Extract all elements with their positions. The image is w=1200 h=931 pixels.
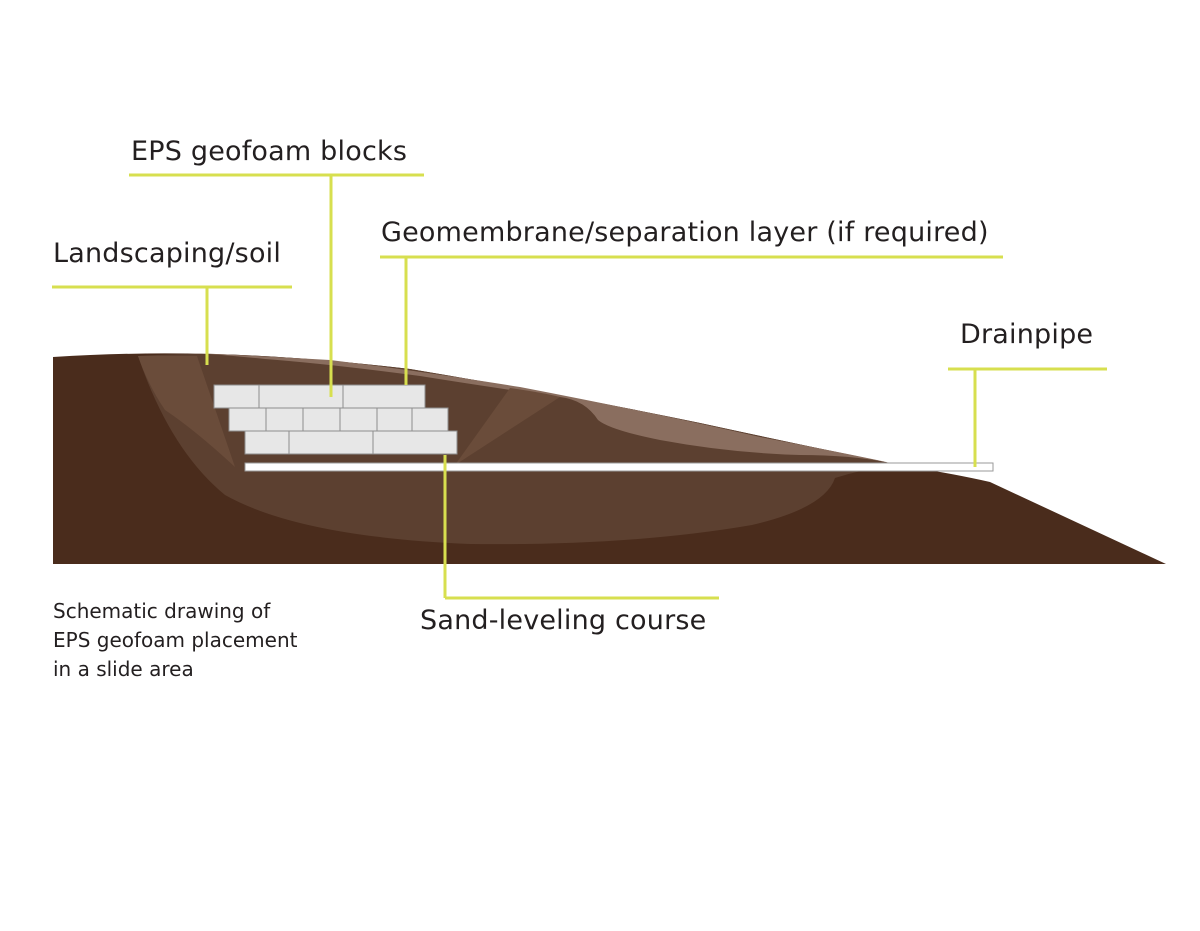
eps-block-stack — [213, 384, 458, 455]
label-sand-leveling-course: Sand-leveling course — [420, 605, 707, 636]
diagram-caption: Schematic drawing of EPS geofoam placeme… — [53, 597, 353, 684]
drainpipe-shape — [244, 462, 994, 472]
label-landscaping-soil: Landscaping/soil — [53, 238, 282, 269]
eps-block — [342, 384, 426, 409]
caption-line: Schematic drawing of — [53, 599, 271, 623]
leader-lines — [52, 173, 1107, 600]
eps-block — [411, 407, 449, 432]
eps-block — [372, 430, 458, 455]
eps-block — [302, 407, 341, 432]
eps-block — [244, 430, 290, 455]
trench-side-left — [138, 356, 235, 467]
eps-block — [265, 407, 304, 432]
eps-block — [376, 407, 413, 432]
eps-block — [213, 384, 260, 409]
landscaping-layer — [195, 353, 905, 466]
eps-block — [288, 430, 374, 455]
eps-block — [339, 407, 378, 432]
trench-side-right — [455, 388, 560, 465]
caption-line: in a slide area — [53, 657, 194, 681]
label-geomembrane: Geomembrane/separation layer (if require… — [381, 217, 989, 248]
label-drainpipe: Drainpipe — [960, 319, 1094, 350]
caption-line: EPS geofoam placement — [53, 628, 298, 652]
eps-block — [228, 407, 267, 432]
label-eps-geofoam-blocks: EPS geofoam blocks — [131, 136, 408, 167]
